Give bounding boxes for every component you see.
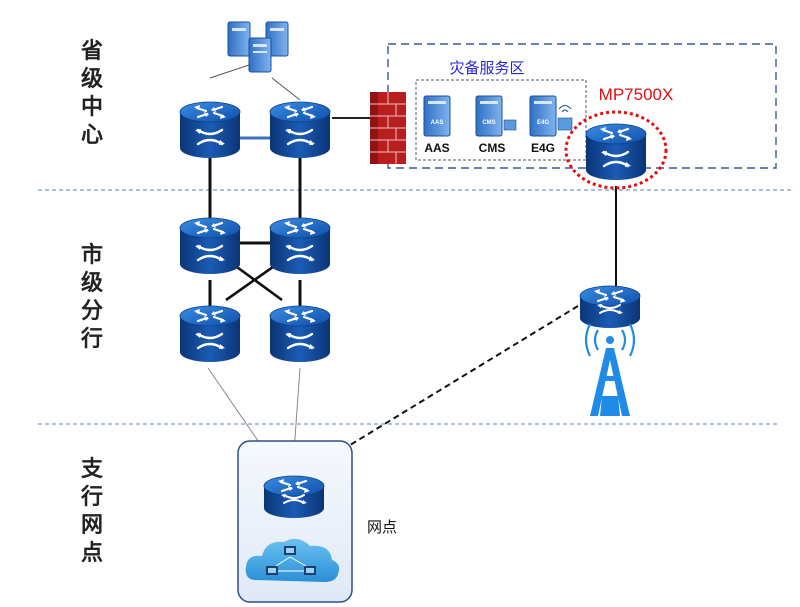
link-line [225, 260, 281, 302]
server-label-aas: AAS [424, 141, 449, 155]
highlight-circle [564, 110, 668, 190]
tier-char: 行 [80, 326, 103, 352]
tier-char: 级 [81, 66, 103, 92]
server-chip: E4G [537, 120, 549, 126]
router-city-bottom-left-icon [178, 304, 242, 364]
router-outlet-icon [262, 474, 326, 520]
tier-label-province: 省 级 中 心 [80, 39, 103, 148]
tier-char: 市 [81, 242, 103, 268]
disaster-zone-title: 灾备服务区 [449, 59, 524, 77]
router-province-left-icon [178, 100, 242, 160]
tier-char: 省 [80, 39, 103, 64]
cloud-network-icon [245, 538, 340, 582]
tier-char: 心 [81, 123, 103, 148]
link-line [271, 77, 301, 101]
router-province-right-icon [268, 100, 332, 160]
tier-label-branch: 支 行 网 点 [80, 457, 104, 566]
server-cluster-icon [227, 21, 289, 73]
tier-char: 网 [81, 513, 103, 538]
tier-char: 级 [81, 270, 103, 296]
router-city-top-left-icon [178, 216, 242, 276]
router-wireless-icon [578, 284, 642, 330]
server-e4g-icon: E4G [529, 95, 573, 137]
radio-tower-icon [584, 323, 636, 416]
router-city-bottom-right-icon [268, 304, 332, 364]
tier-char: 支 [81, 457, 104, 482]
device-label: MP7500X [599, 85, 674, 104]
router-mp7500x-icon [584, 122, 648, 182]
server-cms-icon: CMS [475, 95, 517, 137]
router-city-top-right-icon [268, 216, 332, 276]
tier-char: 行 [80, 484, 103, 510]
outlet-label: 网点 [367, 518, 397, 536]
tier-char: 点 [81, 540, 103, 566]
tier-char: 分 [81, 299, 103, 324]
server-aas-icon: AAS [423, 95, 451, 137]
server-chip: AAS [431, 120, 444, 126]
link-line [229, 260, 283, 302]
server-label-e4g: E4G [531, 141, 555, 155]
server-chip: CMS [482, 120, 495, 126]
firewall-icon [370, 92, 406, 164]
server-label-cms: CMS [479, 141, 506, 155]
tier-char: 中 [81, 95, 103, 120]
tier-label-city: 市 级 分 行 [80, 242, 103, 352]
